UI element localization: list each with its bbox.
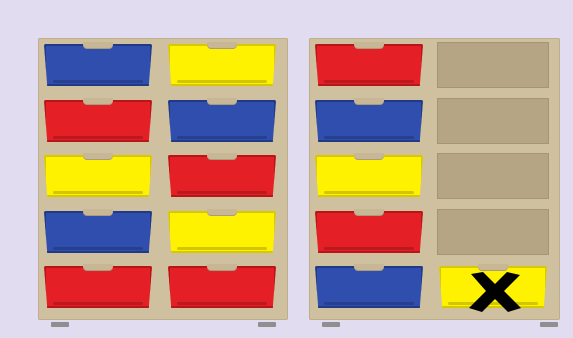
empty-slot-back-panel bbox=[437, 98, 549, 144]
right-empty-slot bbox=[437, 98, 549, 144]
blue-drawer bbox=[44, 44, 152, 86]
left-drawer-yellow bbox=[166, 42, 278, 88]
red-drawer bbox=[44, 100, 152, 142]
left-cabinet-foot bbox=[258, 322, 276, 327]
blue-drawer bbox=[315, 100, 423, 142]
right-drawer-red bbox=[313, 42, 425, 88]
left-drawer-yellow bbox=[42, 153, 154, 199]
right-drawer-blue bbox=[313, 264, 425, 310]
right-empty-slot bbox=[437, 42, 549, 88]
left-cabinet bbox=[38, 38, 288, 320]
left-drawer-blue bbox=[166, 98, 278, 144]
blue-drawer bbox=[168, 100, 276, 142]
drawer-handle bbox=[83, 264, 113, 271]
drawer-handle bbox=[207, 98, 237, 105]
drawer-handle bbox=[83, 209, 113, 216]
drawer-handle bbox=[207, 42, 237, 49]
empty-slot-back-panel bbox=[437, 42, 549, 88]
empty-slot-back-panel bbox=[437, 209, 549, 255]
left-drawer-red bbox=[42, 264, 154, 310]
red-drawer bbox=[168, 155, 276, 197]
empty-slot-back-panel bbox=[437, 153, 549, 199]
drawer-handle bbox=[83, 42, 113, 49]
cross-mark-icon bbox=[465, 270, 525, 314]
drawer-handle bbox=[83, 98, 113, 105]
yellow-drawer bbox=[168, 44, 276, 86]
right-cabinet-foot bbox=[540, 322, 558, 327]
drawer-handle bbox=[207, 264, 237, 271]
left-cabinet-foot bbox=[51, 322, 69, 327]
drawer-handle bbox=[207, 209, 237, 216]
right-drawer-blue bbox=[313, 98, 425, 144]
yellow-drawer bbox=[44, 155, 152, 197]
red-drawer bbox=[44, 266, 152, 308]
drawer-handle bbox=[354, 42, 384, 49]
right-drawer-red bbox=[313, 209, 425, 255]
drawer-handle bbox=[354, 153, 384, 160]
left-drawer-red bbox=[166, 264, 278, 310]
drawer-handle bbox=[354, 98, 384, 105]
left-drawer-red bbox=[42, 98, 154, 144]
right-empty-slot bbox=[437, 209, 549, 255]
right-drawer-yellow bbox=[313, 153, 425, 199]
right-empty-slot bbox=[437, 153, 549, 199]
drawer-handle bbox=[354, 209, 384, 216]
blue-drawer bbox=[44, 211, 152, 253]
blue-drawer bbox=[315, 266, 423, 308]
right-cabinet-foot bbox=[322, 322, 340, 327]
red-drawer bbox=[315, 211, 423, 253]
left-drawer-blue bbox=[42, 209, 154, 255]
red-drawer bbox=[168, 266, 276, 308]
left-drawer-yellow bbox=[166, 209, 278, 255]
drawer-handle bbox=[207, 153, 237, 160]
drawer-handle bbox=[354, 264, 384, 271]
yellow-drawer bbox=[168, 211, 276, 253]
red-drawer bbox=[315, 44, 423, 86]
left-drawer-blue bbox=[42, 42, 154, 88]
drawer-handle bbox=[83, 153, 113, 160]
left-drawer-red bbox=[166, 153, 278, 199]
yellow-drawer bbox=[315, 155, 423, 197]
